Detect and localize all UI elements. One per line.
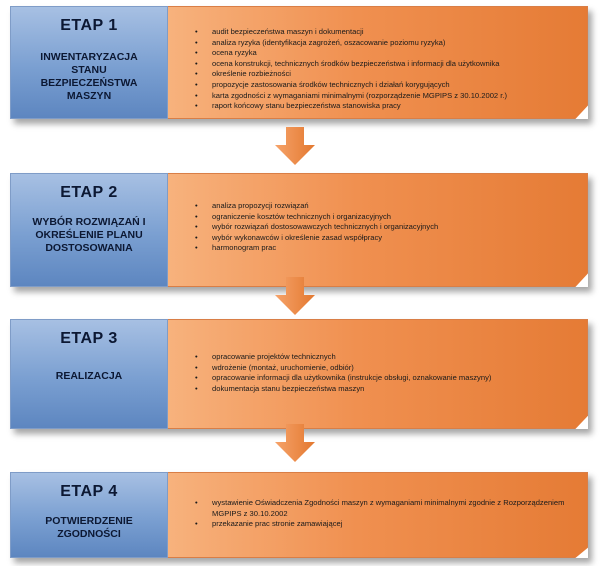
stage-1-label: ETAP 1 xyxy=(60,17,118,34)
list-item: karta zgodności z wymaganiami minimalnym… xyxy=(195,91,577,102)
down-arrow-icon xyxy=(275,424,315,462)
stage-2-label: ETAP 2 xyxy=(60,184,118,201)
list-item: ocena ryzyka xyxy=(195,48,577,59)
list-item: wystawienie Oświadczenia Zgodności maszy… xyxy=(195,498,577,519)
stage-4: ETAP 4 POTWIERDZENIE ZGODNOŚCI wystawien… xyxy=(10,472,588,558)
stage-3: ETAP 3 REALIZACJA opracowanie projektów … xyxy=(10,319,588,429)
list-item: harmonogram prac xyxy=(195,243,577,254)
list-item: dokumentacja stanu bezpieczeństwa maszyn xyxy=(195,384,577,395)
list-item: analiza ryzyka (identyfikacja zagrożeń, … xyxy=(195,38,577,49)
list-item: określenie rozbieżności xyxy=(195,69,577,80)
stage-4-task-list: wystawienie Oświadczenia Zgodności maszy… xyxy=(168,473,587,530)
list-item: analiza propozycji rozwiązań xyxy=(195,201,577,212)
stage-2-title-box: ETAP 2 WYBÓR ROZWIĄZAŃ I OKREŚLENIE PLAN… xyxy=(10,173,168,287)
stage-4-description: POTWIERDZENIE ZGODNOŚCI xyxy=(45,515,133,540)
stage-3-label: ETAP 3 xyxy=(60,330,118,347)
list-item: ograniczenie kosztów technicznych i orga… xyxy=(195,212,577,223)
stage-3-title-box: ETAP 3 REALIZACJA xyxy=(10,319,168,429)
down-arrow-icon xyxy=(275,277,315,315)
stage-3-description: REALIZACJA xyxy=(55,370,123,382)
stage-3-task-list: opracowanie projektów technicznych wdroż… xyxy=(168,320,587,394)
stage-1-description: INWENTARYZACJA STANU BEZPIECZEŃSTWA MASZ… xyxy=(40,51,138,102)
stage-2: ETAP 2 WYBÓR ROZWIĄZAŃ I OKREŚLENIE PLAN… xyxy=(10,173,588,287)
list-item: przekazanie prac stronie zamawiającej xyxy=(195,519,577,530)
down-arrow-icon xyxy=(275,127,315,165)
stage-4-title-box: ETAP 4 POTWIERDZENIE ZGODNOŚCI xyxy=(10,472,168,558)
list-item: propozycje zastosowania środków technicz… xyxy=(195,80,577,91)
list-item: wybór rozwiązań dostosowawczych technicz… xyxy=(195,222,577,233)
stage-1-task-list: audit bezpieczeństwa maszyn i dokumentac… xyxy=(168,7,587,112)
list-item: opracowanie informacji dla użytkownika (… xyxy=(195,373,577,384)
stage-1: ETAP 1 INWENTARYZACJA STANU BEZPIECZEŃST… xyxy=(10,6,588,119)
list-item: ocena konstrukcji, technicznych środków … xyxy=(195,59,577,70)
list-item: raport końcowy stanu bezpieczeństwa stan… xyxy=(195,101,577,112)
list-item: audit bezpieczeństwa maszyn i dokumentac… xyxy=(195,27,577,38)
list-item: opracowanie projektów technicznych xyxy=(195,352,577,363)
stage-4-tasks-box: wystawienie Oświadczenia Zgodności maszy… xyxy=(168,472,588,558)
stage-2-task-list: analiza propozycji rozwiązań ograniczeni… xyxy=(168,174,587,254)
stage-1-tasks-box: audit bezpieczeństwa maszyn i dokumentac… xyxy=(168,6,588,119)
stage-2-description: WYBÓR ROZWIĄZAŃ I OKREŚLENIE PLANU DOSTO… xyxy=(32,216,146,254)
stage-1-title-box: ETAP 1 INWENTARYZACJA STANU BEZPIECZEŃST… xyxy=(10,6,168,119)
stage-3-tasks-box: opracowanie projektów technicznych wdroż… xyxy=(168,319,588,429)
stage-2-tasks-box: analiza propozycji rozwiązań ograniczeni… xyxy=(168,173,588,287)
list-item: wdrożenie (montaż, uruchomienie, odbiór) xyxy=(195,363,577,374)
list-item: wybór wykonawców i określenie zasad wspó… xyxy=(195,233,577,244)
stage-4-label: ETAP 4 xyxy=(60,483,118,500)
